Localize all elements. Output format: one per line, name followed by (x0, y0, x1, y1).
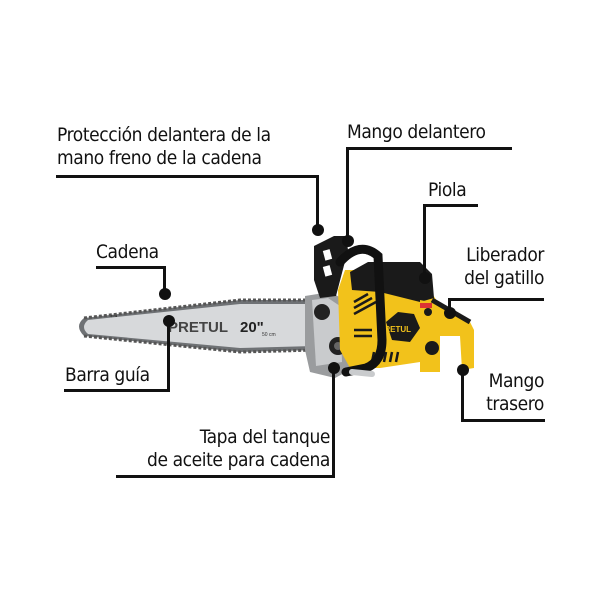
leader-proteccion-h (56, 175, 319, 178)
leader-tapa-h (116, 475, 335, 478)
marker-liberador (444, 307, 456, 319)
leader-piola-v (423, 204, 426, 278)
marker-mango-trasero (457, 364, 469, 376)
label-liberador: Liberador del gatillo (464, 244, 544, 289)
leader-tapa-v (332, 368, 335, 478)
label-piola: Piola (428, 179, 467, 201)
svg-text:20": 20" (240, 319, 264, 336)
label-barra-guia: Barra guía (65, 364, 150, 386)
svg-text:PRETUL: PRETUL (168, 319, 228, 336)
svg-text:50 cm: 50 cm (262, 332, 276, 338)
label-tapa: Tapa del tanque de aceite para cadena (146, 426, 330, 471)
leader-barra-v (167, 320, 170, 391)
leader-cadena-h (96, 266, 166, 269)
marker-barra (163, 315, 175, 327)
leader-mango-trasero-v (461, 370, 464, 422)
leader-mango-trasero-h (461, 419, 545, 422)
marker-proteccion (312, 224, 324, 236)
marker-piola (419, 272, 431, 284)
label-mango-trasero: Mango trasero (486, 370, 544, 415)
marker-tapa (328, 362, 340, 374)
svg-text:PRETUL: PRETUL (379, 325, 411, 334)
leader-liberador-h (448, 298, 544, 301)
guide-bar-icon: PRETUL 20" 50 cm ⇐▪ (79, 298, 319, 354)
leader-liberador-v (448, 298, 451, 312)
svg-text:⇐▪: ⇐▪ (110, 314, 117, 320)
marker-cadena (159, 288, 171, 300)
leader-cadena-v (163, 266, 166, 294)
label-cadena: Cadena (96, 241, 159, 263)
leader-barra-h (64, 389, 170, 392)
leader-proteccion-v (316, 175, 319, 230)
label-mango-delantero: Mango delantero (347, 121, 486, 143)
leader-mango-delantero-v (346, 147, 349, 241)
label-proteccion: Protección delantera de la mano freno de… (57, 124, 271, 169)
leader-mango-delantero-h (346, 147, 512, 150)
leader-piola-h (423, 204, 478, 207)
marker-mango-delantero (342, 235, 354, 247)
